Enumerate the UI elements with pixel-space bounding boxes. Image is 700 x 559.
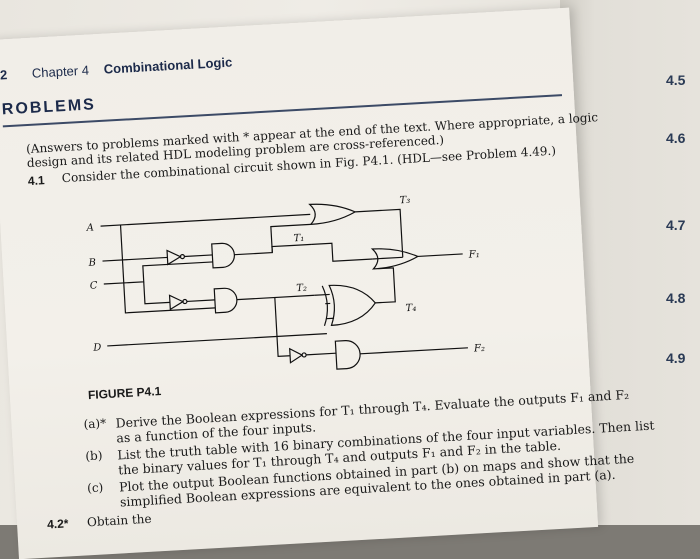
chapter-label: Chapter 4 — [31, 62, 90, 81]
xor-gate-t4 — [328, 284, 377, 327]
or-gate-t3 — [308, 203, 357, 226]
wire-t2 — [236, 294, 315, 301]
right-page-number: 4.9 — [666, 350, 686, 366]
buffer-c — [168, 294, 185, 311]
page-number: 2 — [0, 67, 8, 83]
label-t4: T₄ — [405, 303, 416, 315]
inverter — [289, 347, 304, 364]
and-gate-t1 — [211, 242, 235, 269]
problem-next-text: Obtain the — [86, 511, 152, 530]
wire-t1 — [234, 243, 312, 256]
part-c-label: (c) — [86, 480, 104, 496]
wire-c — [103, 261, 213, 285]
right-page-number: 4.5 — [666, 72, 686, 88]
label-f1: F₁ — [467, 249, 480, 261]
figure-caption: FIGURE P4.1 — [87, 384, 162, 403]
logic-circuit-diagram: A B C D T₁ T₂ T₃ T₄ F₁ F₂ — [85, 195, 486, 370]
label-f2: F₂ — [473, 343, 486, 355]
problem-number: 4.1 — [27, 173, 45, 189]
label-a: A — [85, 223, 94, 234]
wire-t4 — [375, 267, 396, 304]
bubble-b — [179, 253, 185, 260]
and-gate-t2 — [213, 287, 238, 314]
chapter-title: Combinational Logic — [103, 54, 233, 77]
buffer-b — [166, 249, 182, 266]
label-t1: T₁ — [293, 233, 304, 245]
right-page-number: 4.7 — [666, 217, 686, 233]
wire-t3 — [355, 208, 404, 258]
wire-f1 — [417, 253, 463, 258]
part-b-label: (b) — [84, 448, 103, 464]
wire-f2 — [360, 347, 468, 355]
and-gate-f2 — [334, 340, 361, 370]
label-c: C — [90, 280, 99, 291]
problem-number-next: 4.2* — [46, 516, 69, 532]
part-a-label: (a)* — [83, 416, 107, 432]
textbook-page: 2 Chapter 4 Combinational Logic ROBLEMS … — [0, 7, 655, 559]
wire-d — [107, 333, 327, 347]
right-page-number: 4.8 — [666, 290, 686, 306]
wire-a — [100, 213, 311, 227]
right-page-number: 4.6 — [666, 130, 686, 146]
section-heading: ROBLEMS — [1, 96, 97, 119]
label-d: D — [92, 342, 102, 353]
label-b: B — [87, 257, 96, 268]
label-t2: T₂ — [296, 283, 307, 295]
label-t3: T₃ — [399, 195, 410, 207]
wire-b — [102, 256, 168, 262]
